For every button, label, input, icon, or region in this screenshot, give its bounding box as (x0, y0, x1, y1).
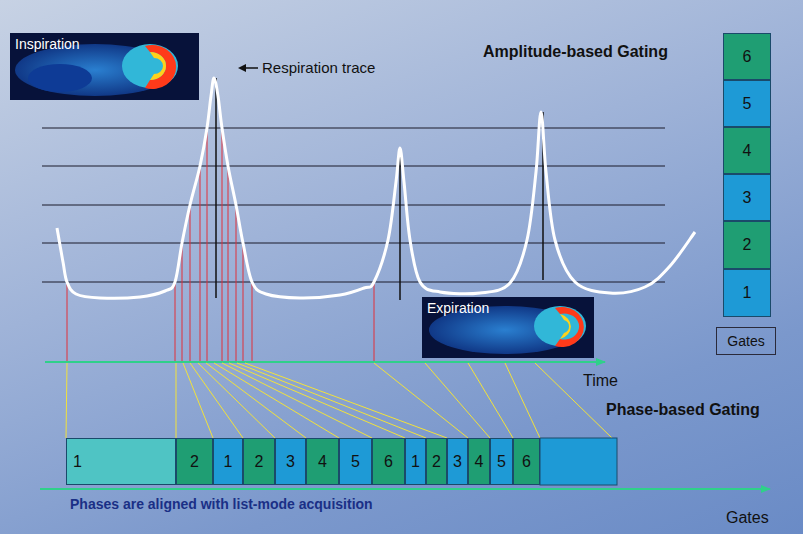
gate-number: 5 (497, 453, 506, 471)
gate-number: 1 (224, 453, 233, 471)
gate-number: 4 (318, 453, 327, 471)
gate-number: 1 (743, 284, 752, 302)
mapping-line (66, 363, 67, 438)
gate-box: 4 (723, 127, 771, 174)
amplitude-levels (42, 128, 665, 282)
phase-bin: 4 (306, 438, 339, 485)
image-label: Expiration (427, 300, 489, 316)
gates-axis (40, 488, 770, 490)
gate-number: 5 (351, 453, 360, 471)
mapping-line (198, 363, 275, 438)
gate-box: 1 (723, 269, 771, 317)
mapping-line (222, 363, 372, 438)
phase-bin: 1 (405, 438, 426, 485)
empty-bin (540, 438, 617, 485)
gate-number: 4 (743, 142, 752, 160)
gate-number: 5 (743, 95, 752, 113)
image-label: Inspiration (15, 36, 80, 52)
phase-bin: 6 (372, 438, 405, 485)
phase-bin: 2 (243, 438, 275, 485)
gate-number: 6 (384, 453, 393, 471)
mapping-line (505, 363, 540, 438)
phase-bin: 2 (176, 438, 213, 485)
respiration-trace (57, 78, 695, 298)
pet-image-frame: Expiration (422, 297, 594, 358)
phase-bin: 3 (275, 438, 306, 485)
gates-caption-box: Gates (716, 327, 776, 355)
note: Phases are aligned with list-mode acquis… (70, 496, 373, 512)
gate-number: 1 (73, 453, 82, 471)
gate-number: 2 (432, 453, 441, 471)
gate-number: 3 (453, 453, 462, 471)
gate-box: 3 (723, 174, 771, 221)
gate-number: 3 (743, 189, 752, 207)
axis-caption: Gates (727, 333, 764, 349)
mapping-line (237, 363, 426, 438)
axis-label: Gates (726, 509, 769, 527)
mapping-line (176, 363, 177, 438)
pet-image-frame: Inspiration (10, 33, 199, 100)
gate-number: 6 (743, 48, 752, 66)
gate-number: 2 (255, 453, 264, 471)
phase-bin: 4 (468, 438, 490, 485)
pet-image-expiration (422, 297, 594, 358)
gate-box: 5 (723, 80, 771, 127)
trace-label: Respiration trace (262, 59, 375, 76)
gate-number: 2 (743, 236, 752, 254)
phase-bin: 1 (213, 438, 243, 485)
phase-bin: 6 (513, 438, 540, 485)
mapping-line (468, 363, 513, 438)
mapping-line (245, 363, 447, 438)
mapping-line (374, 363, 468, 438)
mapping-line (190, 363, 243, 438)
axis-label: Time (583, 372, 618, 390)
section-title: Phase-based Gating (606, 401, 760, 419)
gate-number: 4 (475, 453, 484, 471)
phase-bin: 1 (66, 438, 176, 485)
gate-number: 2 (190, 453, 199, 471)
mapping-line (229, 363, 405, 438)
phase-bin: 5 (339, 438, 372, 485)
gate-number: 3 (286, 453, 295, 471)
gate-number: 1 (411, 453, 420, 471)
phase-bin: 3 (447, 438, 468, 485)
phase-mapping-lines (66, 363, 612, 438)
mapping-line (425, 363, 490, 438)
gate-number: 6 (522, 453, 531, 471)
gate-box: 6 (723, 33, 771, 80)
time-axis (45, 361, 605, 363)
section-title: Amplitude-based Gating (483, 43, 668, 61)
pointer-head (238, 64, 246, 72)
gate-box: 2 (723, 221, 771, 269)
crossing-lines (67, 128, 374, 362)
phase-bin: 2 (426, 438, 447, 485)
phase-bin: 5 (490, 438, 513, 485)
pet-image-inspiration (10, 33, 199, 100)
